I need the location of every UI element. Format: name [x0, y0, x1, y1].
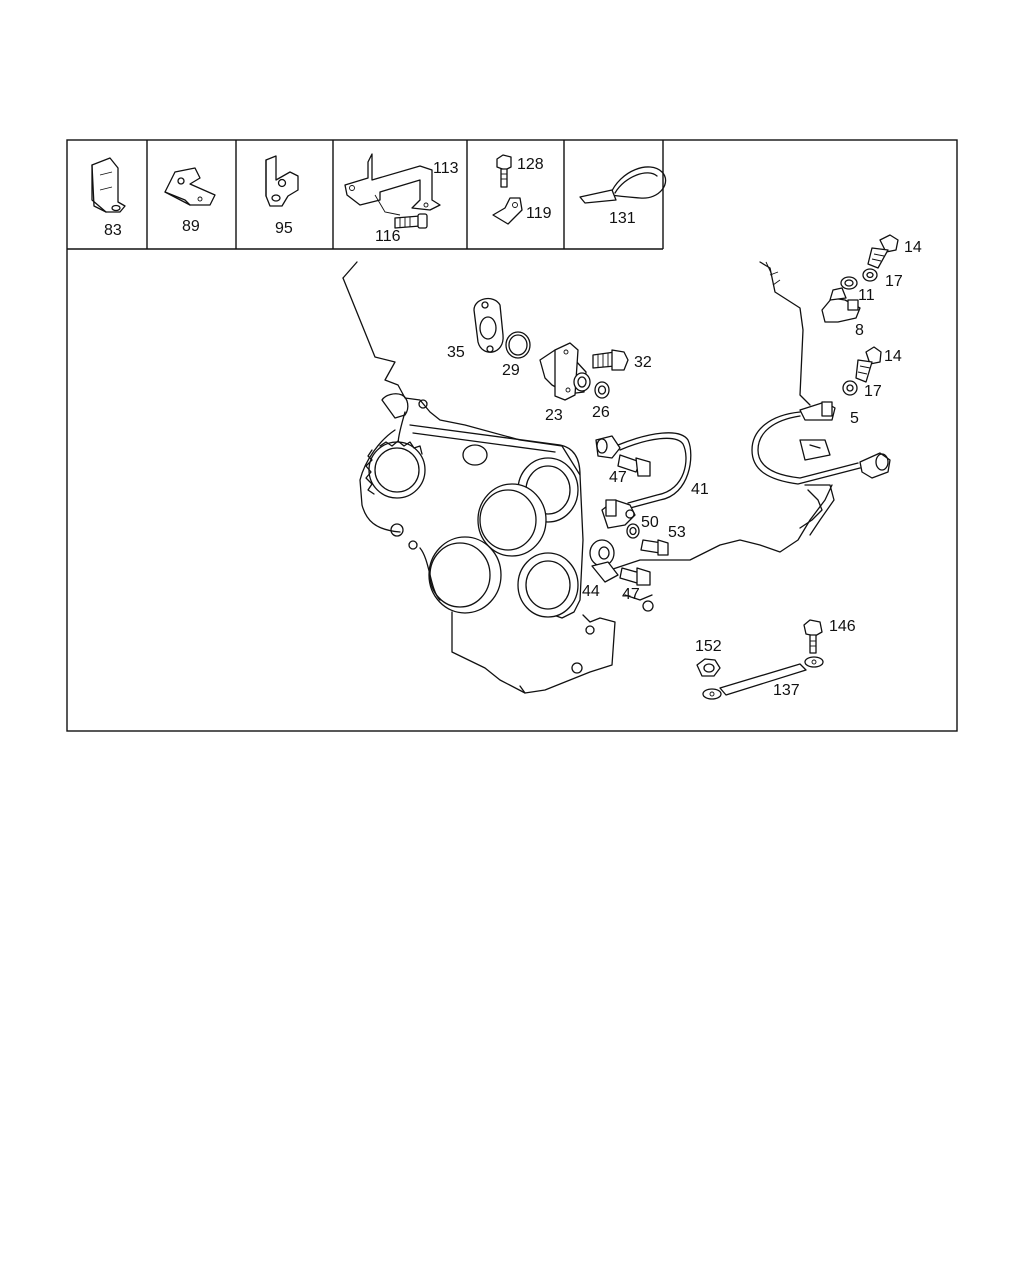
bolt-14-lower-drawing: [855, 346, 882, 383]
label-part-119: 119: [526, 205, 552, 222]
sensor-23-drawing: [539, 342, 591, 401]
sensor-44-drawing: [589, 539, 619, 583]
label-part-11: 11: [858, 287, 875, 304]
bracket-83-drawing: [91, 157, 126, 213]
sensor-50-drawing: [601, 499, 636, 529]
sensor-5-drawing: [751, 401, 891, 485]
label-part-5: 5: [850, 410, 859, 427]
label-part-53: 53: [668, 524, 686, 541]
nut-152-drawing: [696, 658, 721, 677]
bolt-14-upper-drawing: [867, 234, 899, 269]
bracket-113-drawing: [344, 153, 441, 216]
label-part-95: 95: [275, 220, 293, 237]
label-part-47-upper: 47: [609, 469, 627, 486]
label-part-32: 32: [634, 354, 652, 371]
label-part-116: 116: [375, 228, 401, 245]
ground-strap-137-drawing: [702, 656, 824, 700]
bracket-89-drawing: [164, 167, 216, 206]
label-part-44: 44: [582, 583, 600, 600]
label-part-146: 146: [829, 618, 856, 635]
gasket-35-drawing: [473, 297, 504, 353]
label-part-47-lower: 47: [622, 586, 640, 603]
label-part-128: 128: [517, 156, 544, 173]
sensor-41-drawing: [595, 432, 692, 509]
bolt-47-upper-drawing: [617, 454, 651, 477]
cable-tie-131-drawing: [579, 166, 667, 204]
bolt-128-drawing: [496, 154, 512, 188]
label-part-83: 83: [104, 222, 122, 239]
label-part-14-upper: 14: [904, 239, 922, 256]
bolt-53-drawing: [640, 539, 669, 556]
label-part-137: 137: [773, 682, 800, 699]
label-part-14-lower: 14: [884, 348, 902, 365]
clip-119-drawing: [492, 197, 523, 225]
label-part-89: 89: [182, 218, 200, 235]
label-part-152: 152: [695, 638, 722, 655]
washer-53-drawing: [626, 523, 640, 539]
engine-drawing: [342, 261, 835, 694]
washer-17-lower-drawing: [842, 380, 858, 396]
label-part-131: 131: [609, 210, 636, 227]
bolt-32-drawing: [592, 349, 629, 371]
label-part-29: 29: [502, 362, 520, 379]
bolt-47-lower-drawing: [619, 567, 651, 586]
bolt-146-drawing: [803, 619, 823, 654]
label-part-23: 23: [545, 407, 563, 424]
label-part-50: 50: [641, 514, 659, 531]
label-part-17-lower: 17: [864, 383, 882, 400]
washer-17-upper-drawing: [862, 268, 878, 282]
label-part-8: 8: [855, 322, 864, 339]
label-part-35: 35: [447, 344, 465, 361]
label-part-41: 41: [691, 481, 709, 498]
label-part-26: 26: [592, 404, 610, 421]
diagram-frame: [66, 139, 958, 732]
label-part-113: 113: [433, 160, 459, 177]
bolt-116-drawing: [394, 213, 428, 229]
washer-11-drawing: [840, 276, 858, 290]
bracket-95-drawing: [265, 155, 299, 207]
sensor-8-drawing: [821, 287, 861, 323]
label-part-17-upper: 17: [885, 273, 903, 290]
o-ring-29-drawing: [505, 331, 531, 359]
washer-26-drawing: [594, 381, 610, 399]
